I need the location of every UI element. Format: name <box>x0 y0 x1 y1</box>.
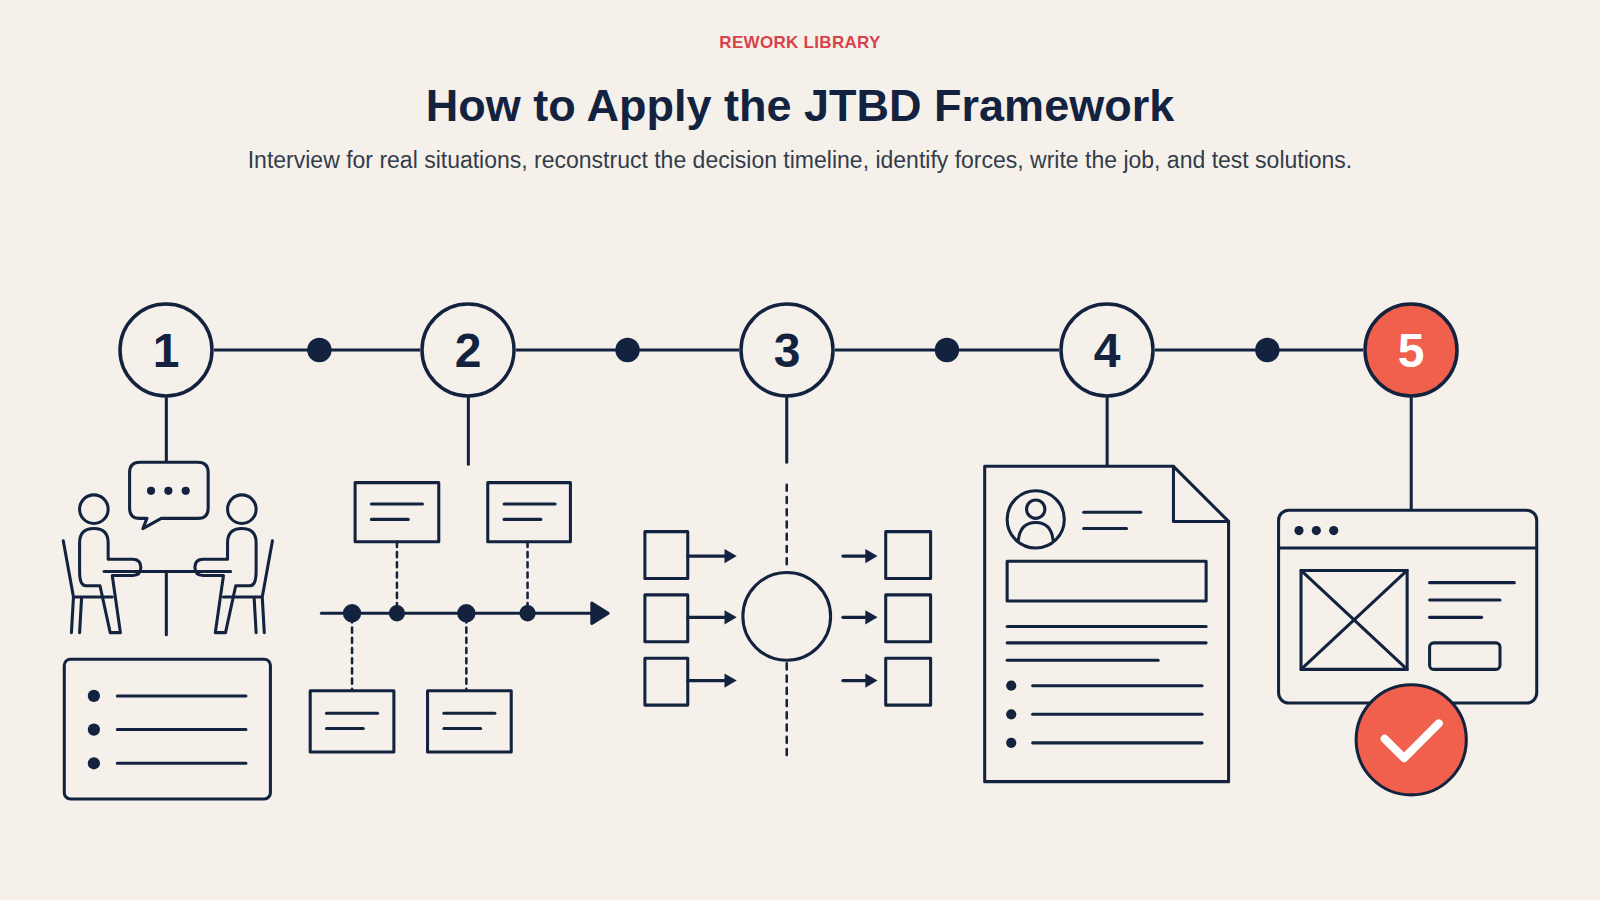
step-number: 2 <box>455 323 482 378</box>
step-circle: 3 <box>739 302 835 398</box>
timeline-connector <box>516 350 739 351</box>
test-solution-icon <box>1279 398 1537 795</box>
step-number: 1 <box>153 323 180 378</box>
interview-icon <box>63 398 272 799</box>
step-number: 5 <box>1398 323 1425 378</box>
step-circle: 1 <box>118 302 214 398</box>
brand-label: REWORK LIBRARY <box>0 33 1600 53</box>
timeline-icon <box>310 398 608 752</box>
forces-icon <box>645 398 931 760</box>
step-number: 4 <box>1094 323 1121 378</box>
step-circle: 4 <box>1059 302 1155 398</box>
timeline-connector <box>214 350 420 351</box>
step-circle: 5 <box>1363 302 1459 398</box>
job-document-icon <box>985 398 1229 782</box>
diagram-caption: Interview for real situations, reconstru… <box>245 144 1355 176</box>
diagram-title: How to Apply the JTBD Framework <box>0 80 1600 132</box>
timeline-connector <box>1155 350 1363 351</box>
step-number: 3 <box>774 323 801 378</box>
step-circle: 2 <box>420 302 516 398</box>
timeline-connector <box>835 350 1059 351</box>
